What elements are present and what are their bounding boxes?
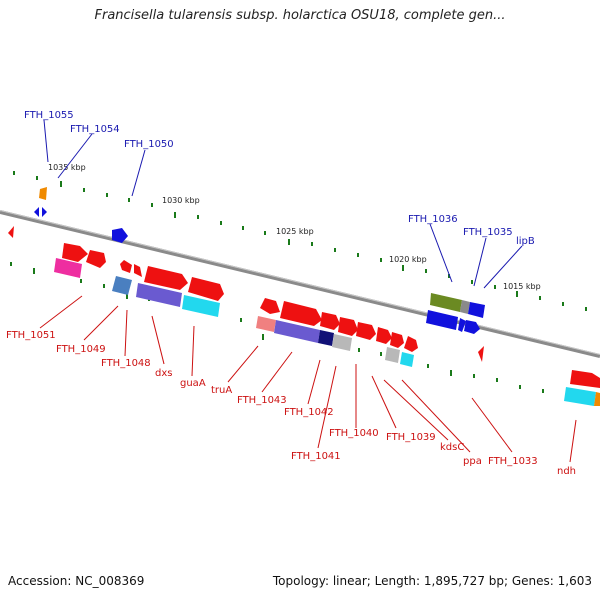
gene-fth1048[interactable] (112, 276, 132, 295)
gene-grey-small[interactable] (460, 300, 470, 314)
gene-blue-short1[interactable] (458, 318, 466, 332)
gene-cyan2[interactable] (400, 352, 414, 367)
gene-ndh-red[interactable] (570, 370, 600, 388)
label-fth1035[interactable]: FTH_1035 (463, 227, 513, 238)
genes-bottom (54, 243, 600, 406)
gene-blue-long[interactable] (426, 310, 458, 330)
gene-fth1035[interactable] (468, 302, 485, 318)
label-fth1048[interactable]: FTH_1048 (101, 358, 151, 369)
genome-title: Francisella tularensis subsp. holarctica… (94, 8, 506, 23)
label-fth1033[interactable]: FTH_1033 (488, 456, 538, 467)
gene-grey[interactable] (332, 334, 352, 351)
label-lipb[interactable]: lipB (516, 236, 535, 247)
genome-axis-highlight (0, 210, 600, 355)
gene-cyan1[interactable] (182, 295, 220, 317)
label-trua[interactable]: truA (211, 385, 232, 396)
gene-navy[interactable] (318, 330, 334, 346)
gene-grey2[interactable] (385, 347, 400, 363)
label-fth1039[interactable]: FTH_1039 (386, 432, 436, 443)
gene-fth1041[interactable] (338, 317, 358, 336)
gene-fth1043[interactable] (280, 301, 322, 326)
gene-ndh-orange[interactable] (594, 392, 600, 406)
scale-label-1020: 1020 kbp (389, 255, 427, 264)
red-marker-right[interactable] (478, 346, 484, 362)
label-fth1042[interactable]: FTH_1042 (284, 407, 334, 418)
gene-guaa[interactable] (188, 277, 224, 301)
gene-magenta[interactable] (54, 258, 82, 278)
label-fth1054[interactable]: FTH_1054 (70, 124, 120, 135)
label-fth1036[interactable]: FTH_1036 (408, 214, 458, 225)
label-fth1049[interactable]: FTH_1049 (56, 344, 106, 355)
gene-trua[interactable] (260, 298, 280, 314)
top-leader-lines (43, 119, 523, 289)
gene-fth1049[interactable] (86, 250, 106, 268)
gene-fth1042[interactable] (320, 312, 340, 330)
label-fth1041[interactable]: FTH_1041 (291, 451, 341, 462)
scale-label-1030: 1030 kbp (162, 196, 200, 205)
gene-olive[interactable] (430, 293, 462, 312)
label-fth1043[interactable]: FTH_1043 (237, 395, 287, 406)
label-kdsc[interactable]: kdsC (440, 442, 464, 453)
bottom-leader-lines (39, 295, 577, 463)
genes-top (8, 187, 485, 362)
label-fth1050[interactable]: FTH_1050 (124, 139, 174, 150)
label-fth1051[interactable]: FTH_1051 (6, 330, 56, 341)
gene-lipb[interactable] (464, 320, 480, 334)
scale-label-1025: 1025 kbp (276, 227, 314, 236)
gene-ndh-cyan[interactable] (564, 387, 596, 406)
topology-summary: Topology: linear; Length: 1,895,727 bp; … (272, 574, 592, 588)
gene-fth1054[interactable] (42, 207, 47, 217)
label-dxs[interactable]: dxs (155, 368, 172, 379)
gene-fth1050[interactable] (112, 228, 128, 243)
label-ndh[interactable]: ndh (557, 466, 576, 477)
upper-ticks (13, 171, 587, 311)
genome-axis (0, 210, 600, 358)
scale-label-1035: 1035 kbp (48, 163, 86, 172)
gene-kdsc[interactable] (390, 332, 404, 348)
scale-label-1015: 1015 kbp (503, 282, 541, 291)
gene-ppa[interactable] (404, 336, 418, 352)
gene-fth1055[interactable] (34, 207, 39, 217)
label-ppa[interactable]: ppa (463, 456, 482, 467)
lower-ticks (10, 262, 544, 393)
gene-fth1040[interactable] (356, 322, 376, 340)
gene-red-small2[interactable] (134, 264, 142, 277)
gene-violet1[interactable] (136, 283, 182, 307)
gene-fth1039[interactable] (376, 327, 392, 344)
gene-fth1051[interactable] (62, 243, 88, 262)
label-guaa[interactable]: guaA (180, 378, 206, 389)
label-fth1055[interactable]: FTH_1055 (24, 110, 74, 121)
gene-red-small1[interactable] (120, 260, 132, 273)
gene-orange[interactable] (39, 187, 47, 200)
label-fth1040[interactable]: FTH_1040 (329, 428, 379, 439)
gene-violet2[interactable] (274, 320, 320, 343)
red-marker-left[interactable] (8, 226, 14, 238)
gene-dxs[interactable] (144, 266, 188, 290)
accession-text: Accession: NC_008369 (8, 574, 145, 588)
gene-salmon[interactable] (256, 316, 276, 332)
